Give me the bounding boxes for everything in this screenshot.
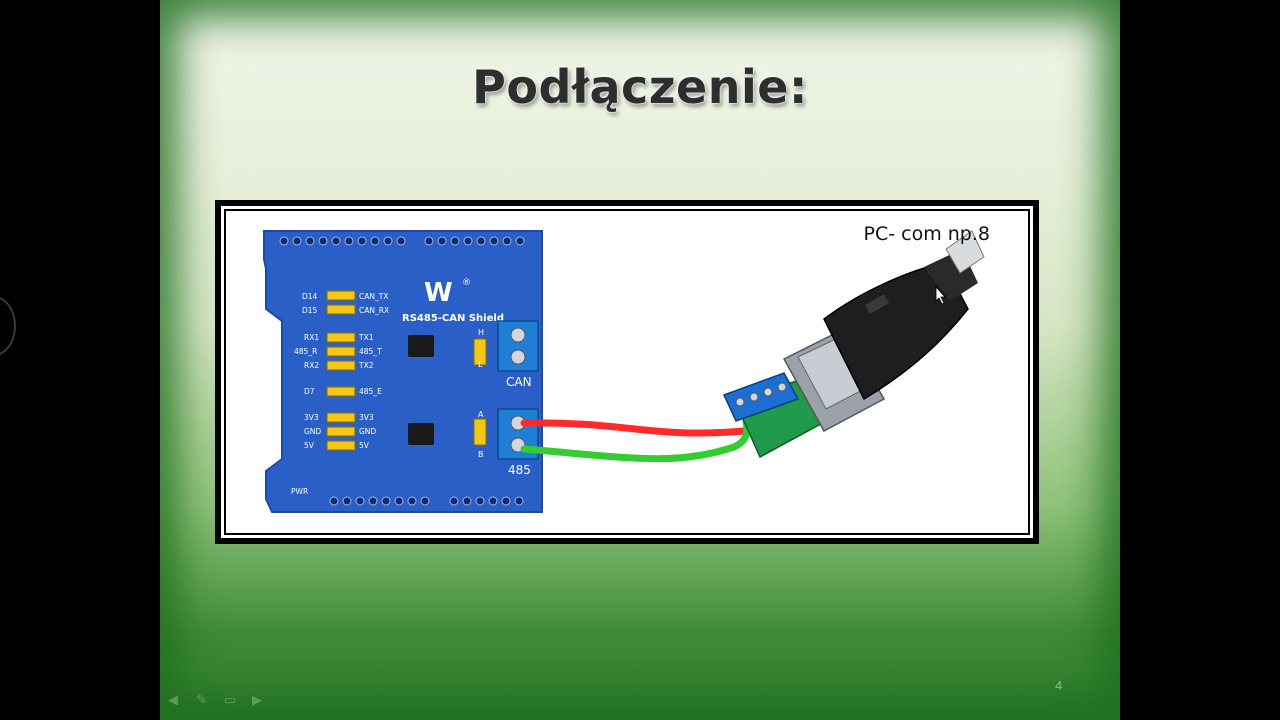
back-arrow-icon[interactable]: ◀ xyxy=(168,693,178,708)
rs485-transceiver-chip xyxy=(408,423,434,445)
diagram-frame: W ® RS485-CAN Shield D xyxy=(215,200,1039,544)
pin-label: 5V xyxy=(359,441,370,450)
pin-label: 5V xyxy=(304,441,315,450)
pc-com-label: PC- com np.8 xyxy=(863,223,990,245)
forward-arrow-icon[interactable]: ▶ xyxy=(252,693,262,708)
pin-label: CAN_TX xyxy=(359,292,388,301)
pin-label: TX2 xyxy=(358,361,374,370)
connection-diagram: W ® RS485-CAN Shield D xyxy=(263,230,985,513)
pin-label: 485_E xyxy=(359,387,382,396)
rs485-label: 485 xyxy=(508,463,531,477)
pen-icon[interactable]: ✎ xyxy=(196,693,207,708)
can-label: CAN xyxy=(506,375,532,389)
can-terminal-block: H L CAN xyxy=(478,320,539,389)
pin-label: GND xyxy=(304,427,321,436)
diagram-canvas: W ® RS485-CAN Shield D xyxy=(221,206,1033,538)
menu-icon[interactable]: ▭ xyxy=(224,693,237,708)
usb-to-serial-adapter xyxy=(782,230,985,433)
cursor-ring-icon xyxy=(0,296,16,356)
can-pin-h-label: H xyxy=(478,328,484,337)
slide-page-number: 4 xyxy=(1055,678,1063,693)
pwr-label: PWR xyxy=(291,487,308,496)
presentation-slide: Podłączenie: xyxy=(160,0,1120,720)
pin-label: CAN_RX xyxy=(359,306,389,315)
green-wire xyxy=(520,415,751,463)
can-pin-l-label: L xyxy=(478,360,483,369)
rs485-can-shield-board: W ® RS485-CAN Shield D xyxy=(263,230,543,513)
rs485-pin-b-label: B xyxy=(478,450,484,459)
slide-title: Podłączenie: xyxy=(472,60,808,114)
can-transceiver-chip xyxy=(408,335,434,357)
pin-label: RX2 xyxy=(304,361,319,370)
board-brand-label: RS485-CAN Shield xyxy=(402,313,504,324)
pin-label: D15 xyxy=(302,306,318,315)
pin-label: D7 xyxy=(304,387,315,396)
red-wire xyxy=(520,405,756,437)
svg-text:®: ® xyxy=(462,278,471,288)
rs485-pin-a-label: A xyxy=(478,410,484,419)
brand-logo: W xyxy=(424,278,453,308)
mouse-cursor-icon xyxy=(935,285,946,305)
pin-label: 485_T xyxy=(359,347,382,356)
pin-label: GND xyxy=(359,427,376,436)
slideshow-nav-bar: ◀ ✎ ▭ ▶ xyxy=(168,694,268,708)
pin-label: 3V3 xyxy=(359,413,374,422)
pin-label: TX1 xyxy=(358,333,374,342)
pin-label: RX1 xyxy=(304,333,319,342)
pin-label: 485_R xyxy=(294,347,317,356)
pin-label: 3V3 xyxy=(304,413,319,422)
pin-label: D14 xyxy=(302,292,318,301)
